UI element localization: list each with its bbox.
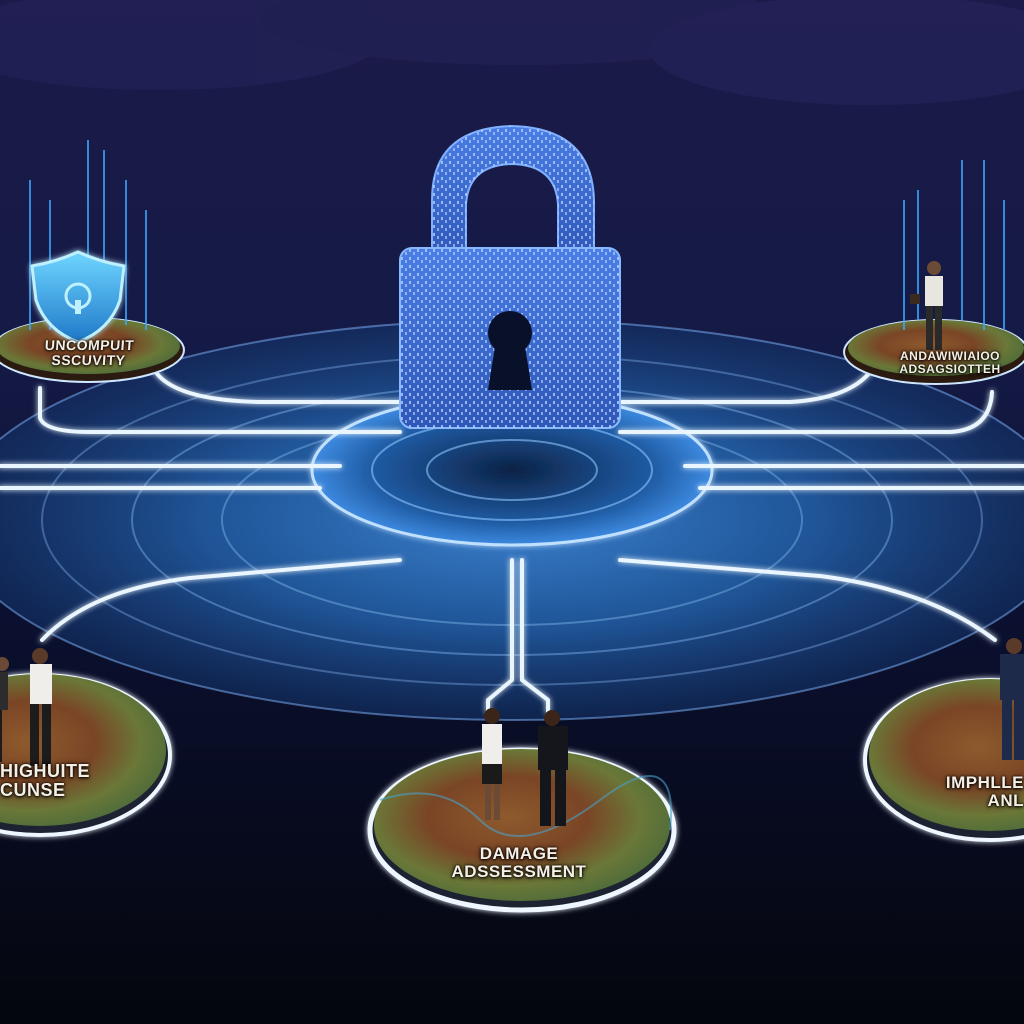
- clouds: [0, 0, 1024, 105]
- person-figure: [538, 710, 568, 826]
- platform-bottom-center: [367, 708, 677, 913]
- label-top-left: UNCOMPUIT SSCUVITY: [13, 337, 165, 368]
- label-bottom-center: DAMAGE ADSSESSMENT: [424, 845, 614, 881]
- platform-top-left: [0, 140, 185, 383]
- person-figure: [910, 261, 943, 350]
- label-bottom-left-line1: HIGHUITE: [0, 761, 91, 781]
- padlock-icon: [399, 124, 621, 429]
- label-top-right-line1: ANDAWIWIAIOO: [900, 349, 1000, 363]
- label-bottom-right: IMPHLLE ANL: [935, 774, 1024, 810]
- platform-bottom-left: [0, 648, 172, 837]
- keyhole-icon: [488, 311, 532, 390]
- label-bottom-center-line1: DAMAGE: [479, 844, 559, 863]
- label-bottom-right-line1: IMPHLLE: [945, 773, 1024, 792]
- circuit-lines: [0, 358, 1024, 714]
- label-bottom-right-line2: ANL: [987, 790, 1024, 810]
- shield-icon: [30, 250, 126, 344]
- platform-bottom-right: [863, 638, 1024, 842]
- label-top-right-line2: ADSAGSIOTTEH: [899, 361, 1001, 376]
- label-top-right: ANDAWIWIAIOO ADSAGSIOTTEH: [880, 350, 1020, 375]
- person-figure: [0, 657, 9, 762]
- label-bottom-center-line2: ADSSESSMENT: [451, 861, 587, 881]
- label-bottom-left: HIGHUITE CUNSE: [0, 762, 110, 800]
- platform-top-right: [843, 160, 1024, 385]
- label-top-left-line1: UNCOMPUIT: [44, 337, 135, 353]
- label-top-left-line2: SSCUVITY: [50, 351, 127, 368]
- person-figure: [482, 708, 502, 820]
- label-bottom-left-line2: CUNSE: [0, 779, 66, 800]
- person-figure: [1000, 638, 1024, 760]
- person-figure: [30, 648, 52, 766]
